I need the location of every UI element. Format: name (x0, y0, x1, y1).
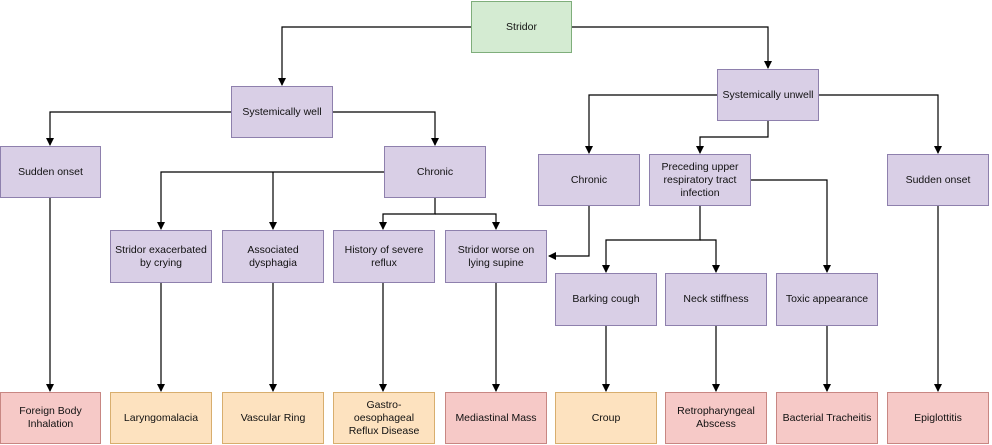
node-severe-reflux: History of severe reflux (333, 230, 435, 283)
edge-chronic-to-supine (435, 213, 500, 230)
node-mediastinal-mass: Mediastinal Mass (445, 392, 547, 444)
node-foreign-body-inhalation: Foreign Body Inhalation (0, 392, 101, 444)
node-barking-cough: Barking cough (555, 273, 657, 326)
edge-urti-to-toxic (751, 179, 831, 273)
node-epiglottitis: Epiglottitis (887, 392, 989, 444)
edge-stridor-to-well (278, 26, 471, 86)
node-bacterial-tracheitis: Bacterial Tracheitis (776, 392, 878, 444)
node-worse-supine: Stridor worse on lying supine (445, 230, 547, 283)
node-vascular-ring: Vascular Ring (222, 392, 324, 444)
edge-unwell-to-chronic-right (585, 94, 717, 154)
edge-chronic-to-reflux (379, 198, 436, 230)
node-laryngomalacia: Laryngomalacia (110, 392, 212, 444)
node-neck-stiffness: Neck stiffness (665, 273, 767, 326)
edge-unwell-to-sudden-right (819, 94, 942, 154)
edge-urti-to-barking (602, 206, 701, 273)
node-croup: Croup (555, 392, 657, 444)
node-sudden-onset-right: Sudden onset (887, 154, 989, 206)
node-chronic-right: Chronic (538, 154, 640, 206)
node-toxic-appearance: Toxic appearance (776, 273, 878, 326)
node-preceding-urti: Preceding upper respiratory tract infect… (649, 154, 751, 206)
node-stridor: Stridor (471, 1, 572, 53)
node-associated-dysphagia: Associated dysphagia (222, 230, 324, 283)
node-systemically-well: Systemically well (231, 86, 333, 138)
edge-well-to-chronic-left (333, 111, 439, 146)
edge-well-to-sudden-left (46, 111, 231, 146)
edge-unwell-to-urti (696, 121, 769, 154)
node-gord: Gastro-oesophageal Reflux Disease (333, 392, 435, 444)
edge-chronic-right-to-supine (548, 206, 590, 260)
node-stridor-crying: Stridor exacerbated by crying (110, 230, 212, 283)
node-sudden-onset-left: Sudden onset (0, 146, 101, 198)
edge-urti-to-neck (700, 239, 720, 273)
node-chronic-left: Chronic (384, 146, 486, 198)
edge-stridor-to-unwell (572, 26, 772, 69)
edge-chronic-to-crying (157, 171, 384, 230)
node-retropharyngeal-abscess: Retropharyngeal Abscess (665, 392, 767, 444)
node-systemically-unwell: Systemically unwell (717, 69, 819, 121)
